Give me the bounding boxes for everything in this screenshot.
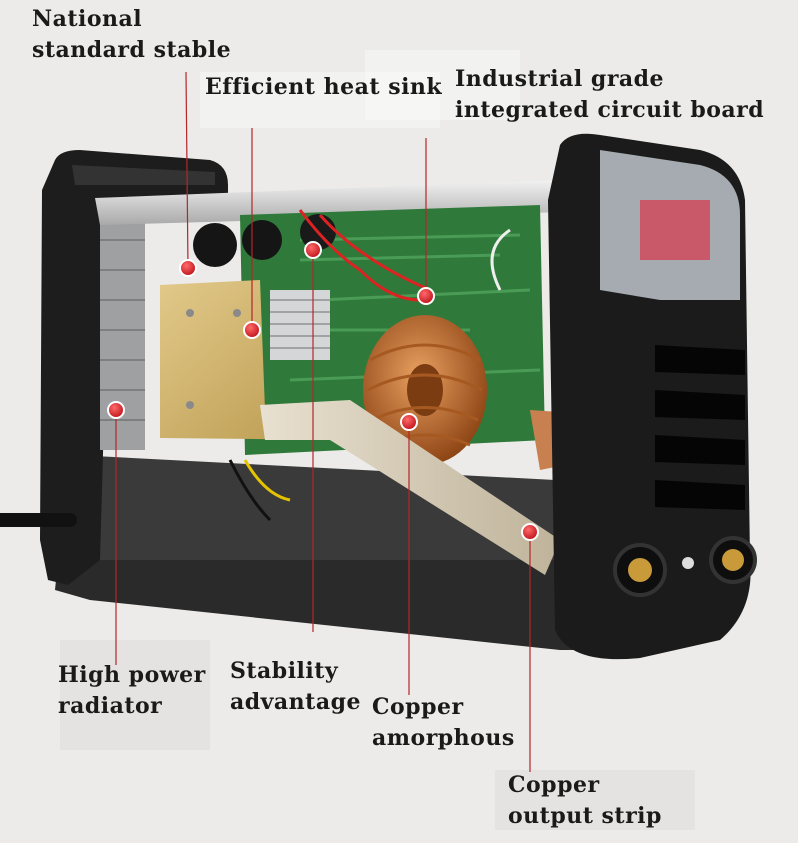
left-end-cap-rim — [72, 165, 215, 185]
callout-line: High power — [58, 662, 206, 688]
callout-marker-dot — [243, 321, 261, 339]
callout-efficient-heat-sink: Efficient heat sink — [205, 72, 442, 103]
callout-line: standard stable — [32, 37, 232, 63]
display-window-red — [640, 200, 710, 260]
callout-stability-advantage: Stability advantage — [230, 656, 361, 718]
capacitor — [193, 223, 237, 267]
plus-marker — [682, 557, 694, 569]
callout-line: integrated circuit board — [455, 97, 765, 123]
plate-screw — [233, 309, 241, 317]
callout-industrial-grade-circuit-board: Industrial grade integrated circuit boar… — [455, 64, 764, 126]
plate-screw — [186, 401, 194, 409]
callout-marker-dot — [521, 523, 539, 541]
callout-marker-dot — [304, 241, 322, 259]
callout-line: Copper — [372, 694, 464, 720]
callout-high-power-radiator: High power radiator — [58, 660, 206, 722]
heat-sink-plate — [160, 280, 345, 440]
callout-line: Industrial grade — [455, 66, 665, 92]
callout-line: National — [32, 6, 143, 32]
label-backdrop — [200, 72, 440, 128]
output-socket-core — [722, 549, 744, 571]
callout-copper-amorphous: Copper amorphous — [372, 692, 515, 754]
machine-base — [55, 540, 640, 650]
callout-marker-dot — [417, 287, 435, 305]
callout-line: Efficient heat sink — [205, 74, 443, 100]
callout-marker-dot — [400, 413, 418, 431]
copper-strip — [260, 400, 560, 575]
callout-marker-dot — [179, 259, 197, 277]
bg-panel — [60, 640, 210, 750]
callout-line: output strip — [508, 803, 662, 829]
copper-coil-core — [407, 364, 443, 416]
left-end-cap — [40, 150, 228, 585]
callout-line: Stability — [230, 658, 339, 684]
callout-marker-dot — [107, 401, 125, 419]
output-socket-core — [628, 558, 652, 582]
callout-line: advantage — [230, 689, 361, 715]
capacitor — [242, 220, 282, 260]
plate-screw — [186, 309, 194, 317]
callout-national-standard-stable: National standard stable — [32, 4, 231, 66]
leader-line — [185, 71, 189, 269]
bg-panel — [495, 770, 695, 830]
callout-line: Copper — [508, 772, 600, 798]
label-backdrop — [365, 50, 520, 120]
callout-line: radiator — [58, 693, 163, 719]
callout-line: amorphous — [372, 725, 515, 751]
callout-copper-output-strip: Copper output strip — [508, 770, 662, 832]
